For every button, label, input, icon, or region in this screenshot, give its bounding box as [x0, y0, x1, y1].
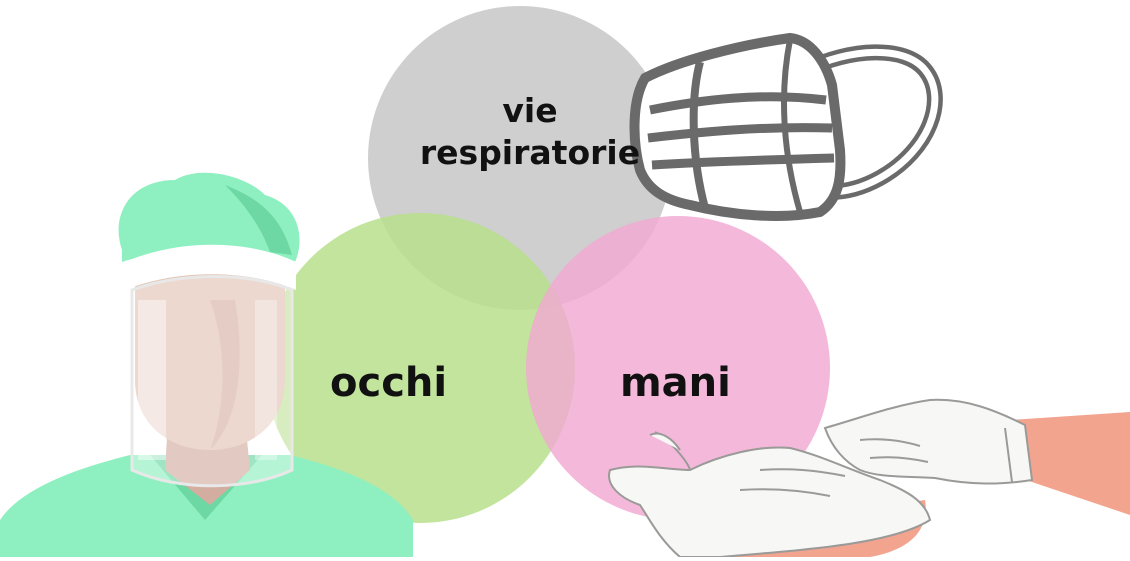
- label-eyes: occhi: [330, 360, 448, 406]
- label-hands: mani: [620, 360, 731, 406]
- label-respiratory: vie respiratorie: [395, 90, 665, 174]
- circle-hands: [526, 216, 830, 520]
- label-respiratory-line2: respiratorie: [419, 133, 641, 172]
- gloved-hands-icon: [608, 398, 1130, 558]
- face-shield-person-icon: [0, 172, 413, 557]
- surgical-mask-icon: [629, 33, 943, 221]
- circle-eyes: [265, 213, 575, 523]
- label-respiratory-line1: vie: [502, 91, 558, 130]
